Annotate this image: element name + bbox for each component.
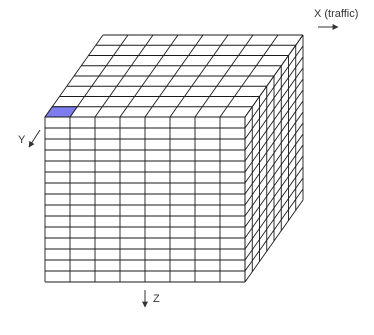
side-grid-depth-line <box>244 78 304 162</box>
side-grid-depth-line <box>244 133 304 217</box>
side-grid-depth-line <box>244 177 304 261</box>
side-grid-depth-line <box>244 100 304 184</box>
y-axis-label: Y <box>18 134 26 146</box>
y-axis-arrow <box>28 129 41 148</box>
side-grid-depth-line <box>244 155 304 239</box>
cube-side-face <box>244 34 304 283</box>
highlighted-cell-layer <box>44 106 79 118</box>
highlighted-cell <box>44 106 79 118</box>
side-grid-depth-line <box>244 45 304 129</box>
side-grid-depth-line <box>244 89 304 173</box>
cube-front-face <box>44 116 246 283</box>
side-grid-depth-line <box>244 111 304 195</box>
side-grid-depth-line <box>244 67 304 151</box>
z-axis-label: Z <box>153 293 160 305</box>
side-grid-depth-line <box>244 188 304 272</box>
side-grid-depth-line <box>244 144 304 228</box>
side-grid-depth-line <box>244 199 304 283</box>
side-grid-depth-line <box>244 56 304 140</box>
x-axis-label: X (traffic) <box>314 8 358 20</box>
side-grid-depth-line <box>244 166 304 250</box>
side-grid-depth-line <box>244 34 304 118</box>
side-grid-depth-line <box>244 122 304 206</box>
cube-top-face <box>44 34 304 118</box>
